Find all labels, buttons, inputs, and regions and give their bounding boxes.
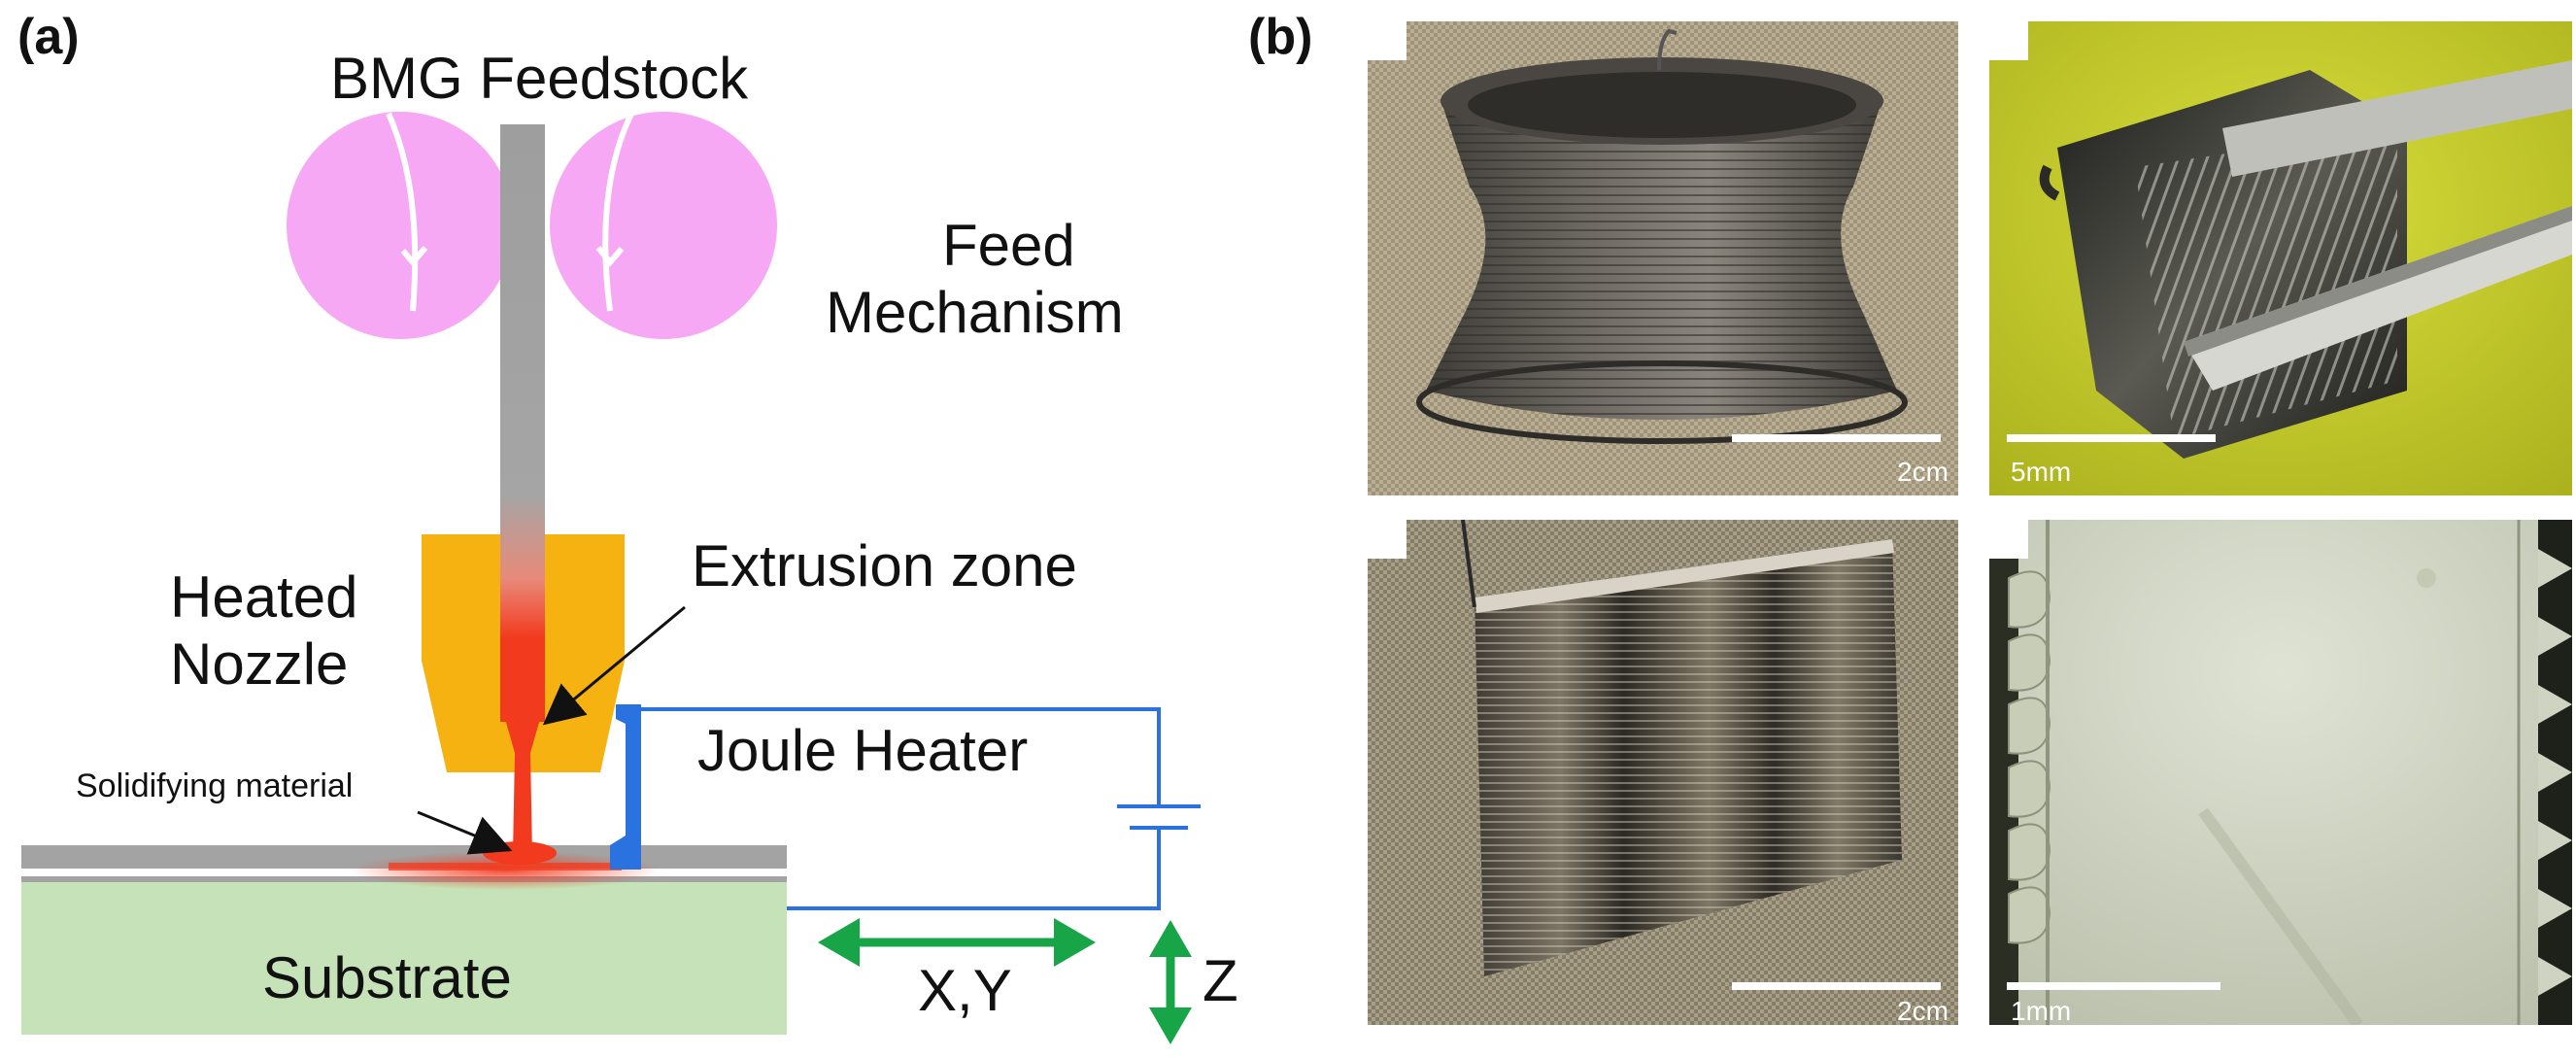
panel-b-label: (b) <box>1248 9 1313 65</box>
z-axis-arrow <box>1149 920 1192 1044</box>
substrate-block <box>21 879 787 1035</box>
scale-bar-3 <box>1732 982 1941 990</box>
scale-label-1: 2cm <box>1897 457 1949 487</box>
z-label: Z <box>1203 948 1238 1013</box>
extruder-schematic <box>21 112 1201 1044</box>
molten-bead <box>505 719 540 855</box>
extrusion-zone-label: Extrusion zone <box>692 533 1077 598</box>
substrate-label: Substrate <box>262 945 512 1010</box>
photo-micrograph: 1mm <box>1989 520 2572 1025</box>
right-roller <box>550 112 777 339</box>
feedstock-rod <box>500 124 545 722</box>
scale-bar-4 <box>2007 982 2220 990</box>
photo-wavy-wall: 2cm <box>1368 520 1958 1025</box>
scale-bar-2 <box>2007 434 2216 442</box>
heated-nozzle-label: Heated Nozzle <box>170 564 358 697</box>
scale-label-4: 1mm <box>2011 996 2072 1025</box>
xy-label: X,Y <box>918 958 1012 1023</box>
photo-tweezers-part: 5mm <box>1989 21 2572 495</box>
feed-mechanism-label: Feed Mechanism <box>826 213 1124 345</box>
joule-heater-label: Joule Heater <box>697 718 1029 783</box>
solidifying-material-label: Solidifying material <box>76 768 354 804</box>
feedstock-label: BMG Feedstock <box>330 46 749 111</box>
scale-label-3: 2cm <box>1897 996 1949 1025</box>
photo-hourglass-cup: 2cm <box>1368 21 1958 495</box>
left-roller <box>287 112 514 339</box>
panel-a-label: (a) <box>17 9 80 65</box>
scale-bar-1 <box>1732 434 1941 442</box>
heater-electrode <box>610 704 641 870</box>
xy-axis-arrow <box>818 918 1096 967</box>
scale-label-2: 5mm <box>2011 457 2072 487</box>
joule-heater-circuit <box>629 707 1161 910</box>
